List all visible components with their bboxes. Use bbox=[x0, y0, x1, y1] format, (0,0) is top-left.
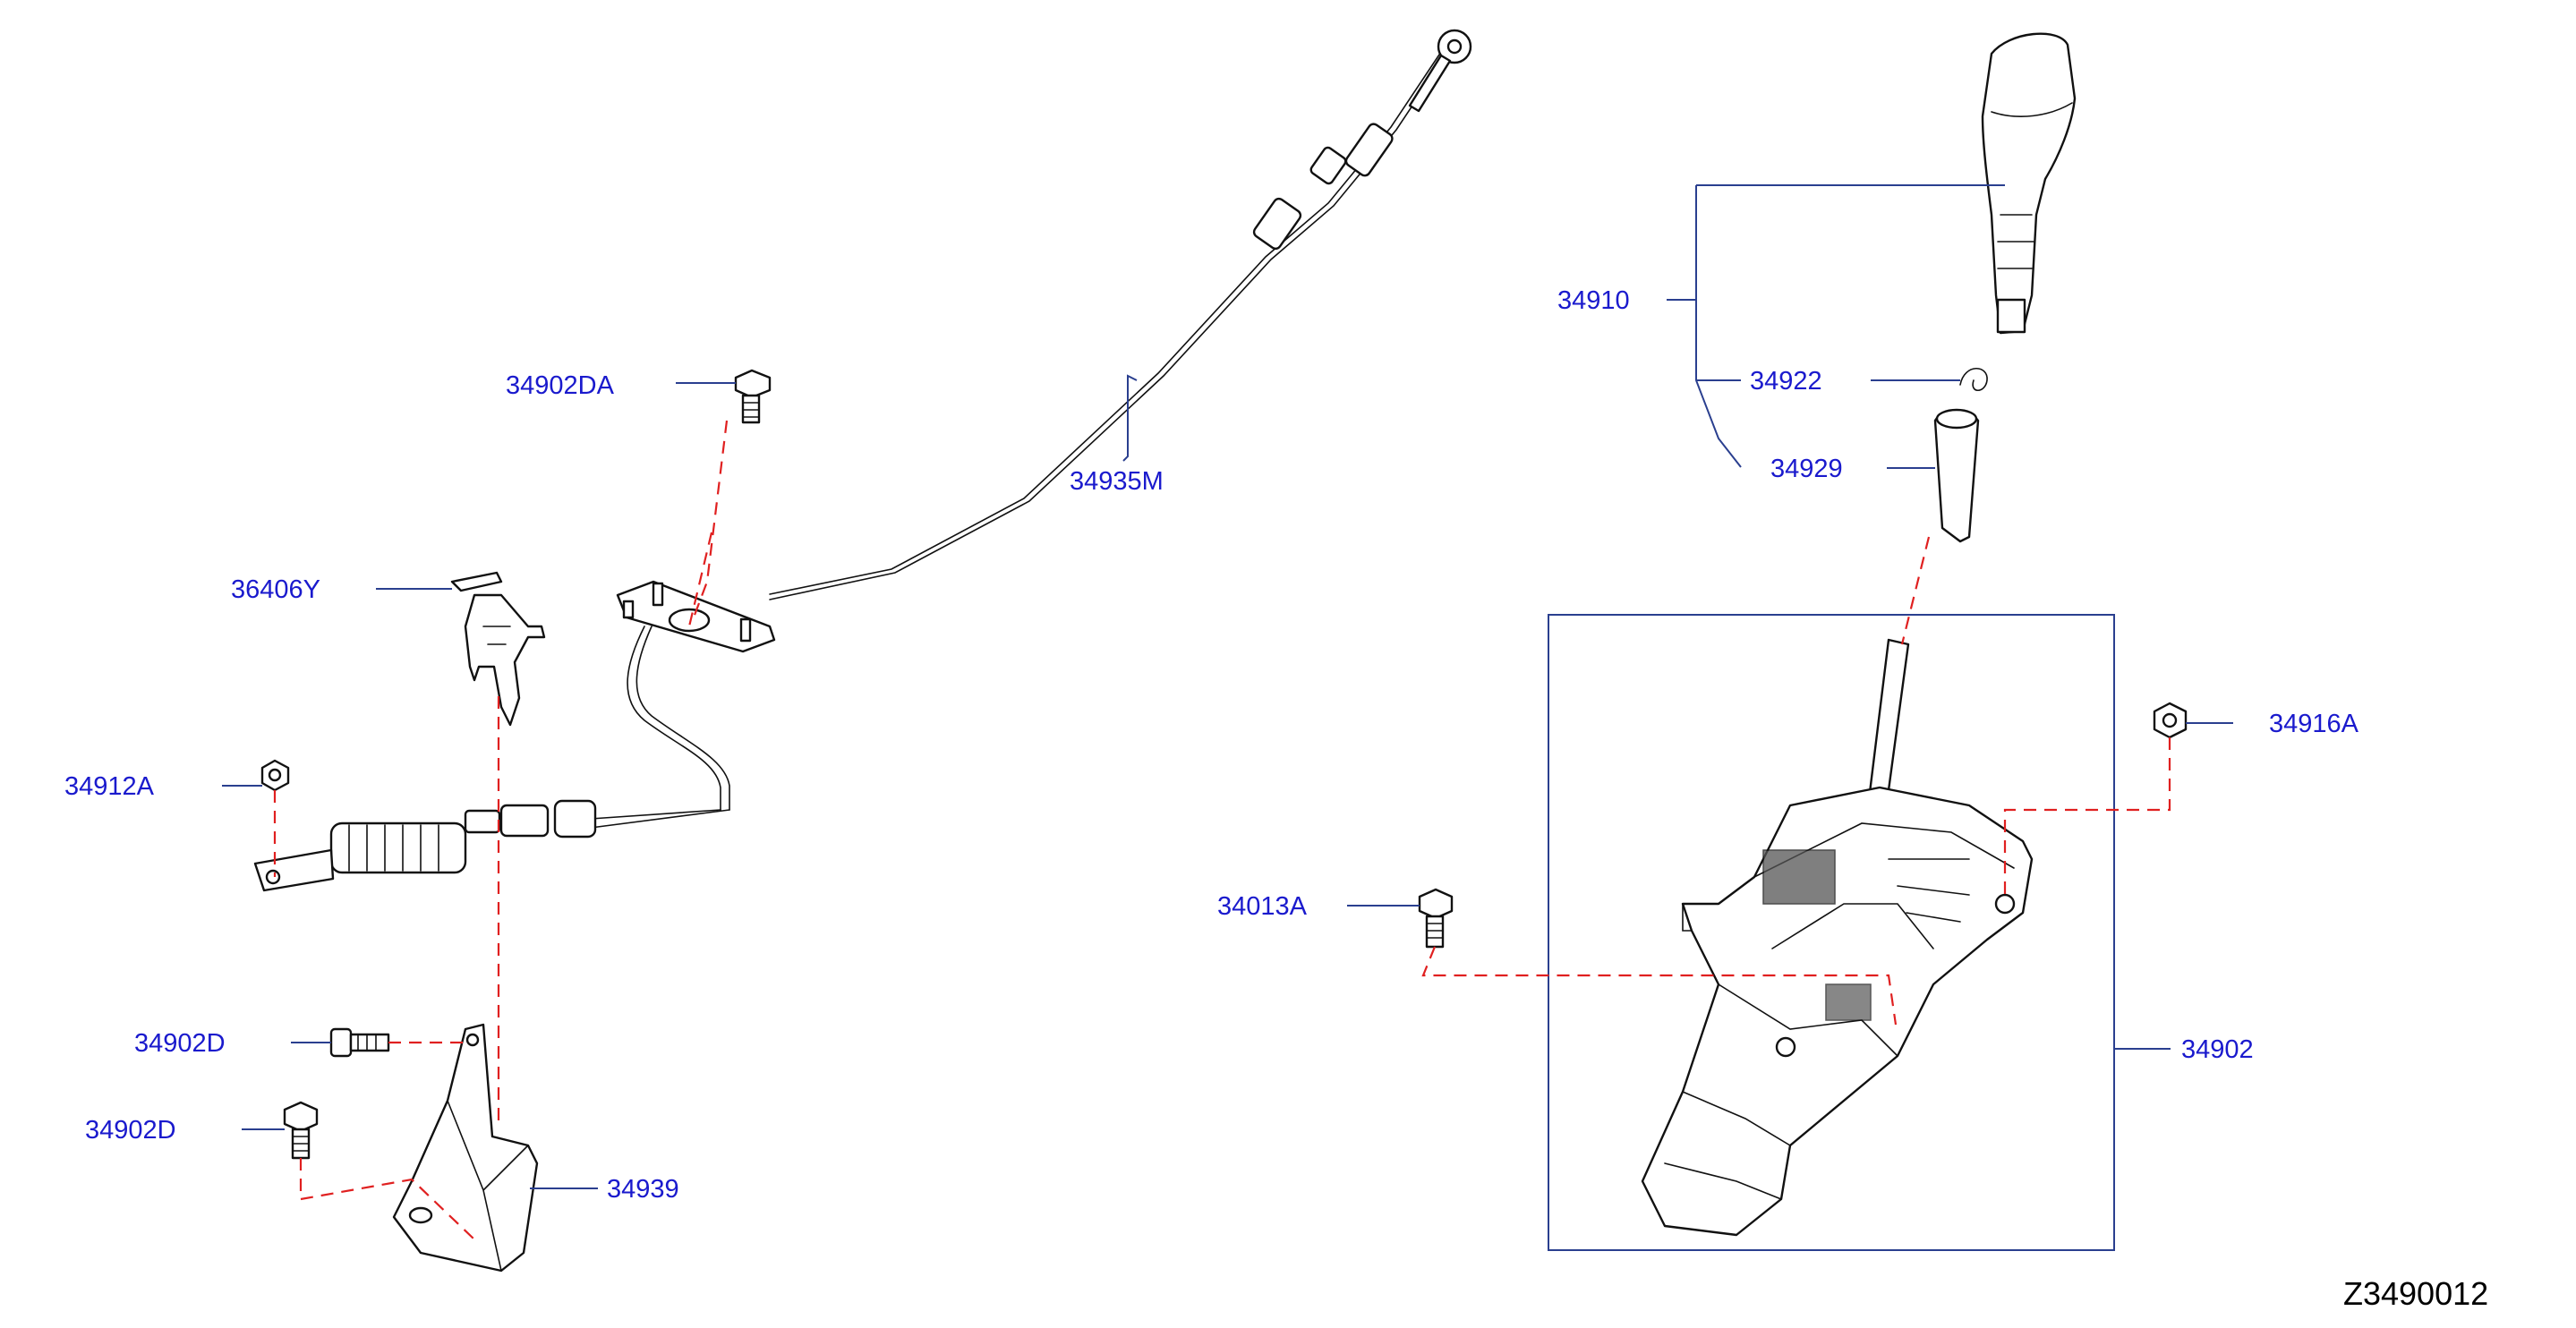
shift-knob-34910 bbox=[1981, 32, 2077, 335]
bolt-34013A bbox=[1418, 888, 1454, 949]
bolt-34902DA bbox=[734, 369, 772, 424]
assembly-dashed-lines bbox=[273, 420, 2171, 1240]
label-34916A: 34916A bbox=[2269, 710, 2359, 738]
label-34939: 34939 bbox=[607, 1175, 679, 1204]
label-34013A: 34013A bbox=[1217, 892, 1308, 921]
nut-34912A bbox=[260, 759, 290, 792]
label-34935M: 34935M bbox=[1070, 467, 1164, 496]
shift-cable-34935M bbox=[769, 29, 1472, 600]
sleeve-34929 bbox=[1933, 408, 1980, 543]
label-34902D-lower: 34902D bbox=[85, 1116, 176, 1145]
nut-34916A bbox=[2153, 702, 2188, 739]
cable-mount-plate bbox=[616, 580, 776, 811]
label-34912A: 34912A bbox=[64, 772, 155, 801]
label-34902D-upper: 34902D bbox=[134, 1029, 226, 1058]
label-34922: 34922 bbox=[1750, 367, 1822, 396]
spring-clip-34922 bbox=[1959, 368, 1988, 392]
bolt-34902D-lower bbox=[283, 1101, 319, 1160]
bracket-34939 bbox=[392, 1023, 539, 1273]
bolt-34902D-upper bbox=[329, 1027, 390, 1058]
shifter-assembly-34902 bbox=[1641, 638, 2034, 1237]
cable-adjuster-end bbox=[253, 799, 730, 892]
diagram-id: Z3490012 bbox=[2343, 1275, 2488, 1312]
label-34902: 34902 bbox=[2181, 1035, 2254, 1064]
label-34929: 34929 bbox=[1770, 455, 1843, 483]
label-36406Y: 36406Y bbox=[231, 575, 320, 604]
label-34902DA: 34902DA bbox=[506, 371, 615, 400]
leader-lines bbox=[222, 184, 2233, 1189]
clip-36406Y bbox=[450, 571, 546, 727]
label-34910: 34910 bbox=[1557, 286, 1630, 315]
shifter-assembly-frame bbox=[1548, 614, 2115, 1251]
